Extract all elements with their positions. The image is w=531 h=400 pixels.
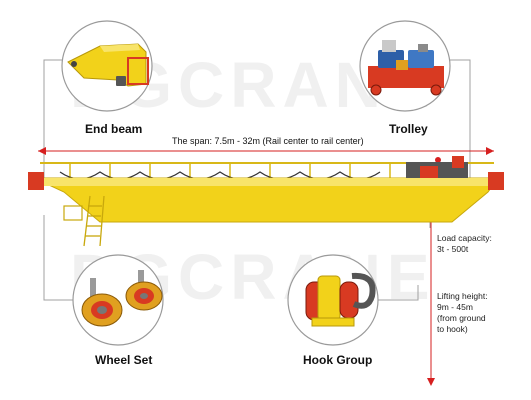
lifting-height-value: 9m - 45m: [437, 302, 473, 312]
wheel-set-label: Wheel Set: [95, 353, 153, 367]
end-beam-illustration: [67, 43, 149, 87]
lifting-height-text: Lifting height: 9m - 45m (from ground to…: [437, 291, 488, 335]
lifting-height-title: Lifting height:: [437, 291, 488, 301]
wheel-set-illustration: [81, 270, 163, 327]
trolley-illustration: [368, 40, 444, 96]
load-capacity-value: 3t - 500t: [437, 244, 469, 254]
lifting-height-dimension: [427, 157, 441, 386]
lifting-height-note-1: (from ground: [437, 313, 486, 323]
load-capacity-text: Load capacity: 3t - 500t: [437, 233, 492, 255]
span-dimension: [38, 147, 494, 155]
crane-girder: [28, 156, 504, 247]
end-beam-label: End beam: [85, 122, 143, 136]
span-label: The span: 7.5m - 32m (Rail center to rai…: [172, 136, 364, 146]
trolley-label: Trolley: [389, 122, 428, 136]
load-capacity-title: Load capacity:: [437, 233, 492, 243]
hook-group-illustration: [305, 272, 376, 327]
hook-group-label: Hook Group: [303, 353, 373, 367]
lifting-height-note-2: to hook): [437, 324, 468, 334]
